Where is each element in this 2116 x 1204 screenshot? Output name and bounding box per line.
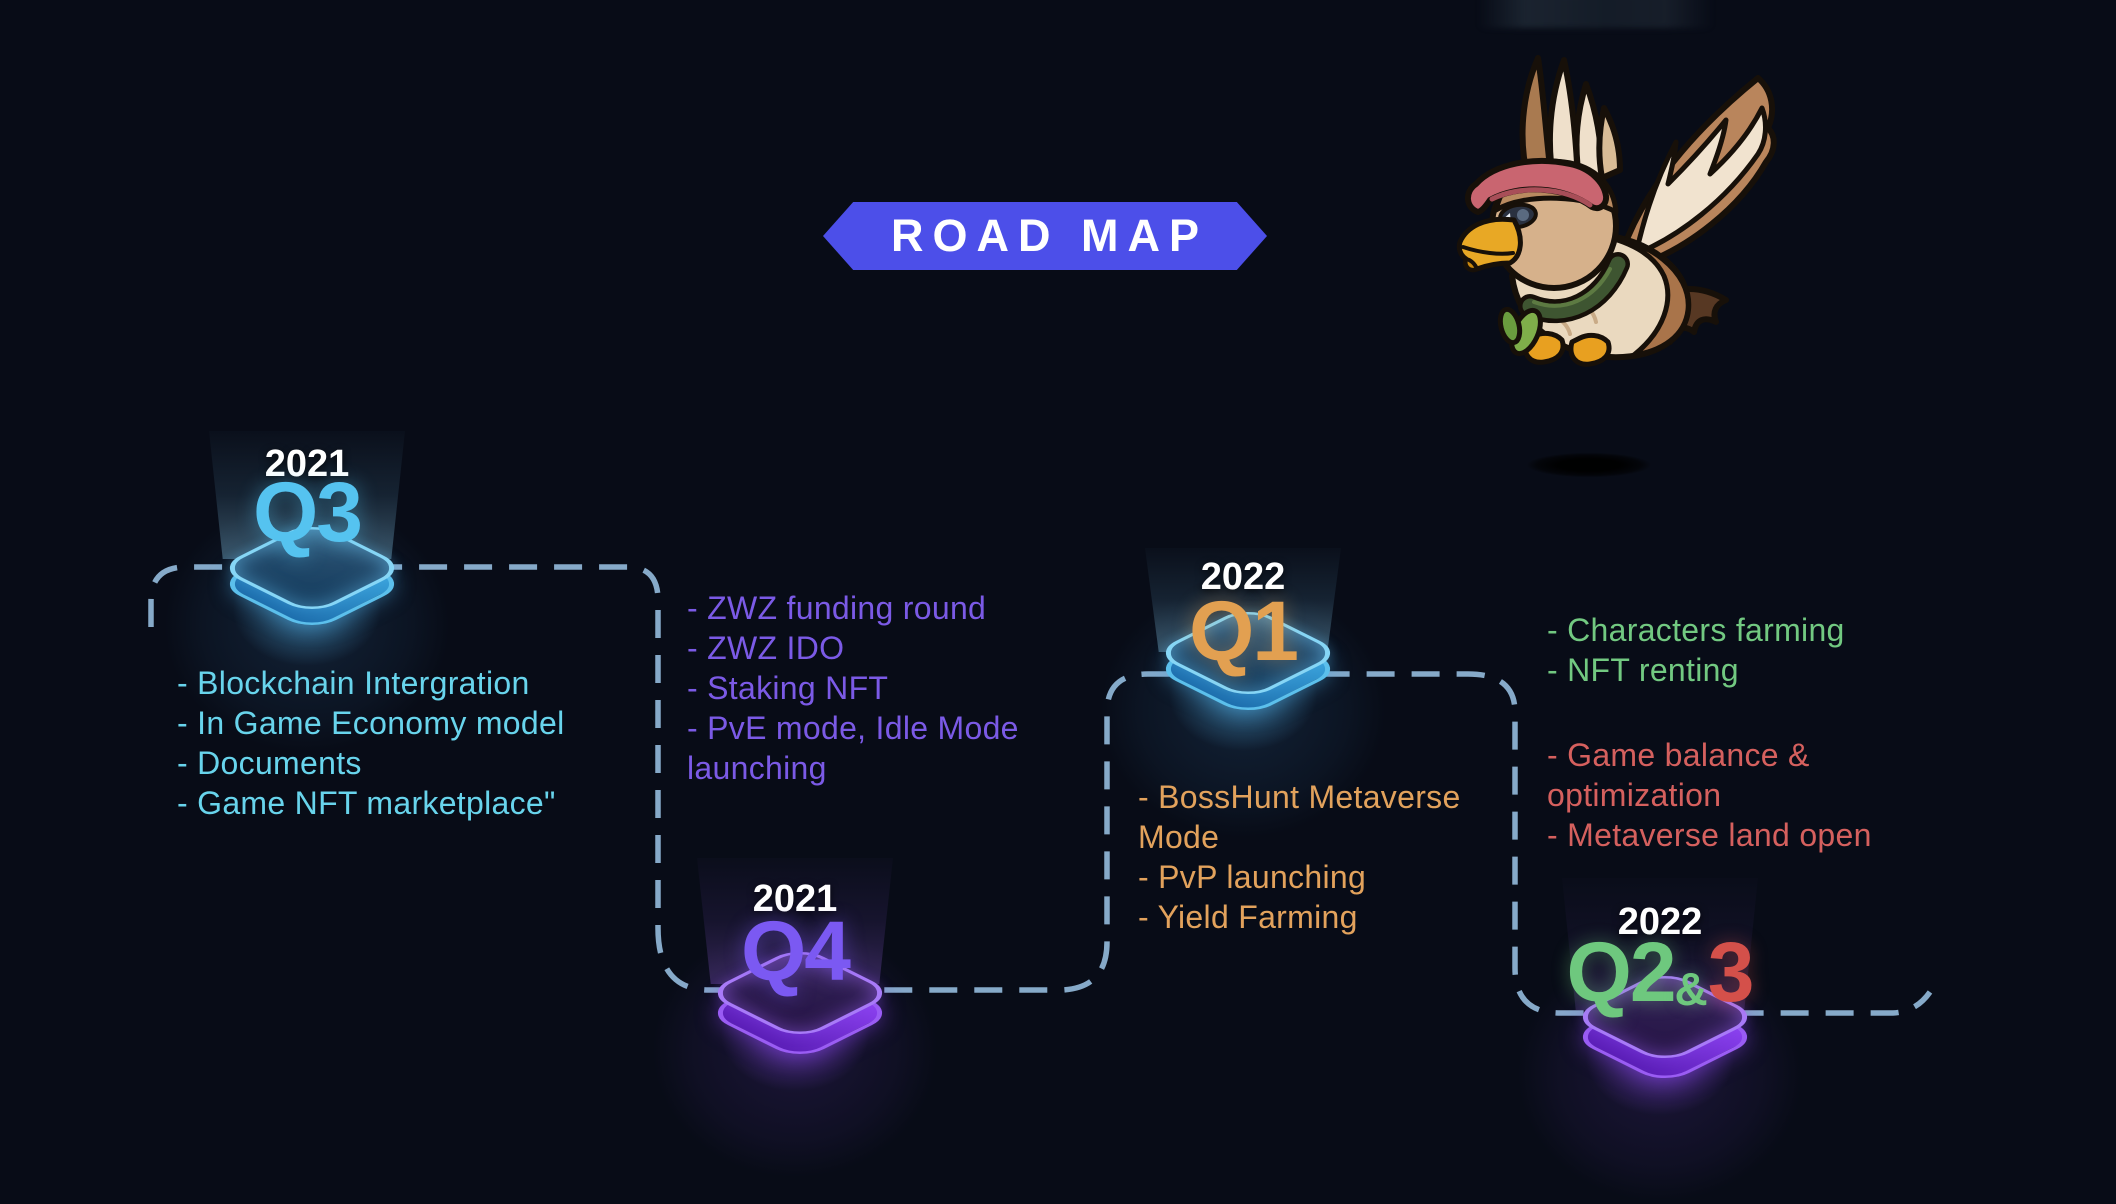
- roadmap-item: Mode: [1138, 819, 1220, 855]
- roadmap-item: launching: [687, 750, 827, 786]
- top-edge-artifact: [1478, 0, 1713, 28]
- roadmap-item: - Metaverse land open: [1547, 817, 1872, 853]
- roadmap-item: - PvE mode, Idle Mode: [687, 710, 1019, 746]
- milestone-year: 2022: [1617, 901, 1703, 943]
- milestone-2022-q2-and-q3: 2022 Q2&3: [1470, 874, 1850, 1204]
- roadmap-item: - Game NFT marketplace": [177, 785, 556, 821]
- roadmap-item: - BossHunt Metaverse: [1138, 779, 1461, 815]
- quarter-3-label: 3: [1707, 925, 1755, 1019]
- items-2022-q2q3-green: - Characters farming - NFT renting: [1547, 610, 1845, 690]
- milestone-quarter: Q2&3: [1540, 930, 1780, 1016]
- roadmap-banner-label: ROAD MAP: [891, 210, 1208, 261]
- quarter-ampersand: &: [1674, 963, 1708, 1015]
- roadmap-item: - Staking NFT: [687, 670, 889, 706]
- milestone-2021-q4: 2021 Q4: [605, 850, 985, 1204]
- milestone-2022-q1: 2022 Q1: [1053, 510, 1433, 880]
- roadmap-item: - Characters farming: [1547, 612, 1845, 648]
- items-2021-q3: - Blockchain Intergration - In Game Econ…: [177, 663, 565, 823]
- dashed-route-path: [148, 564, 1933, 1016]
- bird-shadow: [1509, 449, 1669, 481]
- roadmap-item: - Blockchain Intergration: [177, 665, 530, 701]
- bird-mascot-illustration: [1456, 55, 1777, 367]
- roadmap-item: optimization: [1547, 777, 1722, 813]
- roadmap-item: - Game balance &: [1547, 737, 1810, 773]
- roadmap-item: - Yield Farming: [1138, 899, 1358, 935]
- milestone-quarter: Q1: [1188, 584, 1299, 678]
- roadmap-banner: ROAD MAP: [823, 202, 1267, 270]
- quarter-q2-label: Q2: [1566, 925, 1676, 1019]
- milestone-year: 2022: [1200, 556, 1286, 598]
- roadmap-item: - PvP launching: [1138, 859, 1367, 895]
- items-2022-q2q3-red: - Game balance & optimization - Metavers…: [1547, 735, 1872, 855]
- items-2021-q4: - ZWZ funding round - ZWZ IDO - Staking …: [687, 588, 1019, 788]
- roadmap-item: - ZWZ funding round: [687, 590, 987, 626]
- roadmap-item: - NFT renting: [1547, 652, 1739, 688]
- roadmap-item: - In Game Economy model: [177, 705, 565, 741]
- milestone-quarter: Q4: [740, 904, 851, 998]
- milestone-quarter: Q3: [252, 465, 363, 559]
- milestone-year: 2021: [264, 443, 350, 485]
- roadmap-item: - ZWZ IDO: [687, 630, 845, 666]
- milestone-year: 2021: [752, 878, 838, 920]
- roadmap-item: - Documents: [177, 745, 362, 781]
- items-2022-q1: - BossHunt Metaverse Mode - PvP launchin…: [1138, 777, 1461, 937]
